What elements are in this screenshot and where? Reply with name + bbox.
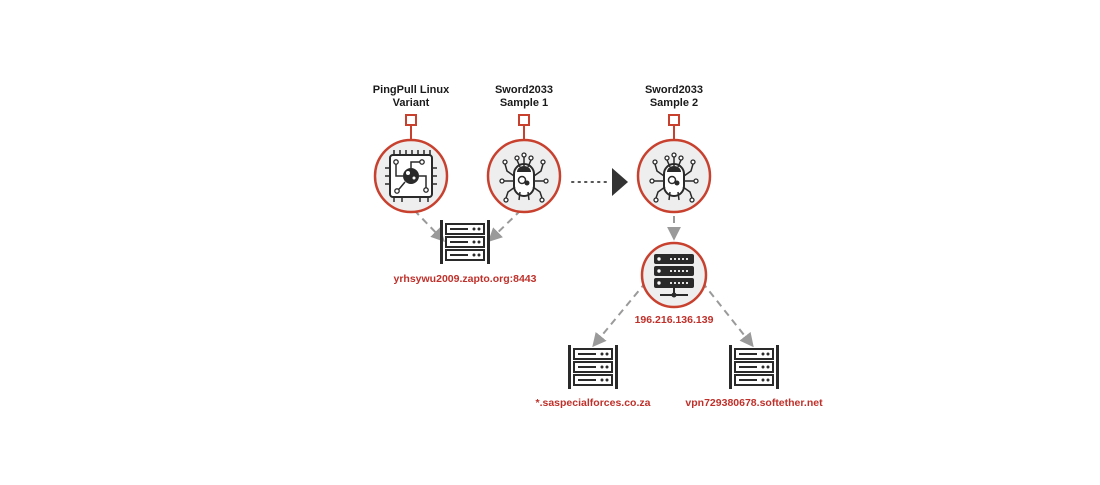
sword-sample2-title: Sword2033 Sample 2 — [614, 84, 734, 110]
sword-sample1-title-line1: Sword2033 — [494, 84, 554, 96]
circuit-chip-icon — [385, 150, 437, 202]
arrow-pingpull-to-c2 — [413, 209, 445, 243]
arrow-ip-to-sas — [592, 281, 647, 348]
softether-label: vpn729380678.softether.net — [685, 397, 823, 409]
pingpull-title-line2: Variant — [392, 97, 430, 109]
sword-sample2-title-line2: Sample 2 — [649, 97, 699, 109]
arrow-ip-to-softether — [701, 281, 754, 348]
server-stack-icon — [654, 254, 694, 298]
sword-sample2-title-line1: Sword2033 — [644, 84, 704, 96]
sas-domain-label: *.saspecialforces.co.za — [535, 397, 651, 409]
ip-address-label: 196.216.136.139 — [634, 314, 714, 326]
c2-zapto-label: yrhsywu2009.zapto.org:8443 — [393, 273, 537, 285]
node-sword2033-sample2 — [636, 114, 712, 214]
arrow-sample1-to-c2 — [487, 209, 522, 242]
server-rack-icon — [728, 344, 780, 390]
sword-sample1-title-line2: Sample 1 — [499, 97, 549, 109]
pingpull-title-line1: PingPull Linux — [372, 84, 450, 96]
pingpull-title: PingPull Linux Variant — [351, 84, 471, 110]
node-sword2033-sample1 — [486, 114, 562, 214]
sword-sample1-title: Sword2033 Sample 1 — [464, 84, 584, 110]
node-pingpull — [373, 114, 449, 214]
evolution-dotted-arrow — [571, 168, 628, 196]
server-rack-icon — [439, 219, 491, 265]
node-ip-server — [640, 241, 708, 309]
server-rack-icon — [567, 344, 619, 390]
